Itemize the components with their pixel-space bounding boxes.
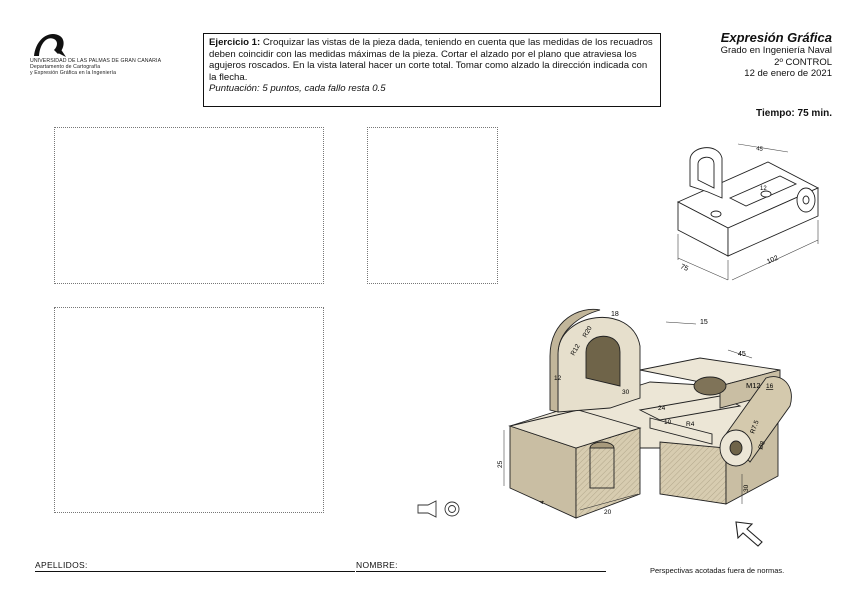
dim-18: 18 [611,311,619,318]
sketch-box-side[interactable] [367,127,498,284]
small-dim-102: 102 [766,255,780,266]
dim-12: 12 [554,375,562,382]
dim-25: 25 [497,460,504,468]
dim-16: 16 [766,383,774,390]
sketch-box-top[interactable] [54,307,324,513]
university-line-1: UNIVERSIDAD DE LAS PALMAS DE GRAN CANARI… [30,58,162,64]
exam-date: 12 de enero de 2021 [744,68,832,79]
dim-r7-5: R7.5 [749,419,760,435]
dim-30-right: 30 [743,484,750,492]
control-name: 2º CONTROL [774,56,832,68]
dim-45: 45 [738,351,746,358]
dim-r4: R4 [686,421,695,428]
small-dim-12: 12 [760,186,767,192]
sketch-box-front[interactable] [54,127,324,284]
university-name: UNIVERSIDAD DE LAS PALMAS DE GRAN CANARI… [30,58,161,76]
projection-symbol-icon [417,500,460,518]
surname-line[interactable] [35,571,355,572]
dim-30: 30 [622,389,630,396]
course-title: Expresión Gráfica [720,30,832,45]
dim-diam-8: Ø8 [757,440,767,451]
exercise-text: Croquizar las vistas de la pieza dada, t… [209,37,653,83]
dimension-note: Perspectivas acotadas fuera de normas. [650,566,785,575]
dim-4: 4 [539,500,546,504]
small-dim-75: 75 [679,263,689,272]
time-limit: Tiempo: 75 min. [756,108,832,119]
exercise-statement: Ejercicio 1: Croquizar las vistas de la … [203,33,661,107]
dim-10: 10 [664,419,672,426]
small-dim-45: 45 [756,146,764,153]
surname-label: APELLIDOS: [35,560,88,570]
course-header: Expresión Gráfica Grado en Ingeniería Na… [721,30,832,80]
small-perspective-view: 75 102 45 12 [676,143,820,281]
view-direction-arrow-icon [735,521,763,547]
exercise-label: Ejercicio 1: [209,37,261,48]
degree-name: Grado en Ingeniería Naval [720,45,832,56]
dim-24: 24 [658,405,666,412]
dim-15: 15 [700,319,708,326]
university-line-2: Departamento de Cartografía [30,64,101,70]
name-line[interactable] [356,571,606,572]
exercise-score: Puntuación: 5 puntos, cada fallo resta 0… [209,83,386,95]
dim-20: 20 [604,509,612,516]
name-label: NOMBRE: [356,560,398,570]
university-line-3: y Expresión Gráfica en la Ingeniería [30,70,117,76]
thread-m12: M12 [746,381,761,390]
large-perspective-view: 18 R20 R12 12 15 45 M12 16 30 24 10 R4 R… [497,308,792,519]
university-logo-icon [34,34,66,57]
